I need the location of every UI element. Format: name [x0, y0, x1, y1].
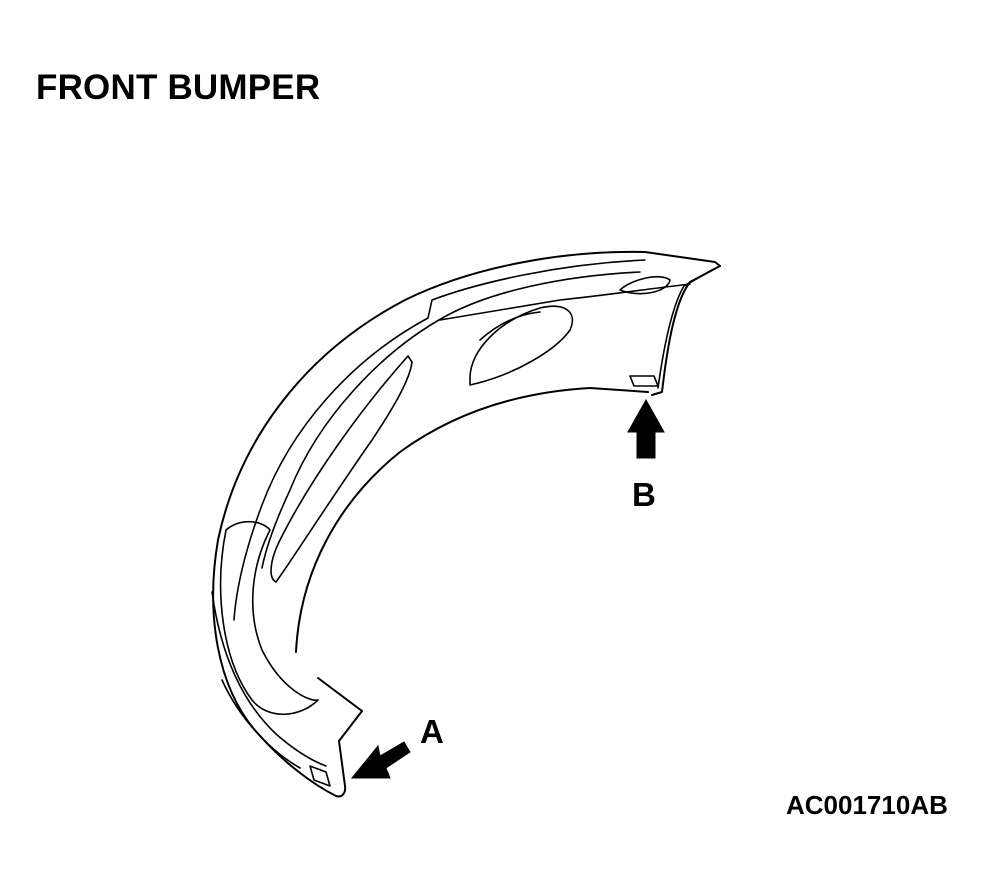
arrow-to-a — [350, 741, 411, 779]
bumper-ridge-3 — [439, 283, 691, 321]
bumper-outer-edge — [212, 250, 721, 798]
left-recess — [270, 355, 413, 583]
upper-right-recess — [619, 275, 671, 295]
lower-corner-detail — [211, 591, 327, 767]
bumper-ridge-1 — [233, 259, 646, 621]
mounting-slot-a — [309, 765, 331, 787]
mounting-slot-b — [629, 375, 659, 387]
diagram-title: FRONT BUMPER — [36, 68, 321, 107]
callout-a: A — [420, 713, 444, 750]
arrow-to-b — [627, 398, 665, 459]
corner-recess — [219, 520, 319, 716]
callout-b: B — [632, 476, 656, 513]
central-recess-inner — [479, 311, 541, 341]
lower-corner-detail-2 — [221, 679, 301, 769]
bumper-right-end-inner — [657, 269, 713, 389]
central-recess — [469, 305, 574, 386]
figure-code: AC001710AB — [786, 790, 948, 820]
bumper-inner-edge — [295, 387, 649, 653]
bumper-ridge-2 — [261, 271, 641, 569]
